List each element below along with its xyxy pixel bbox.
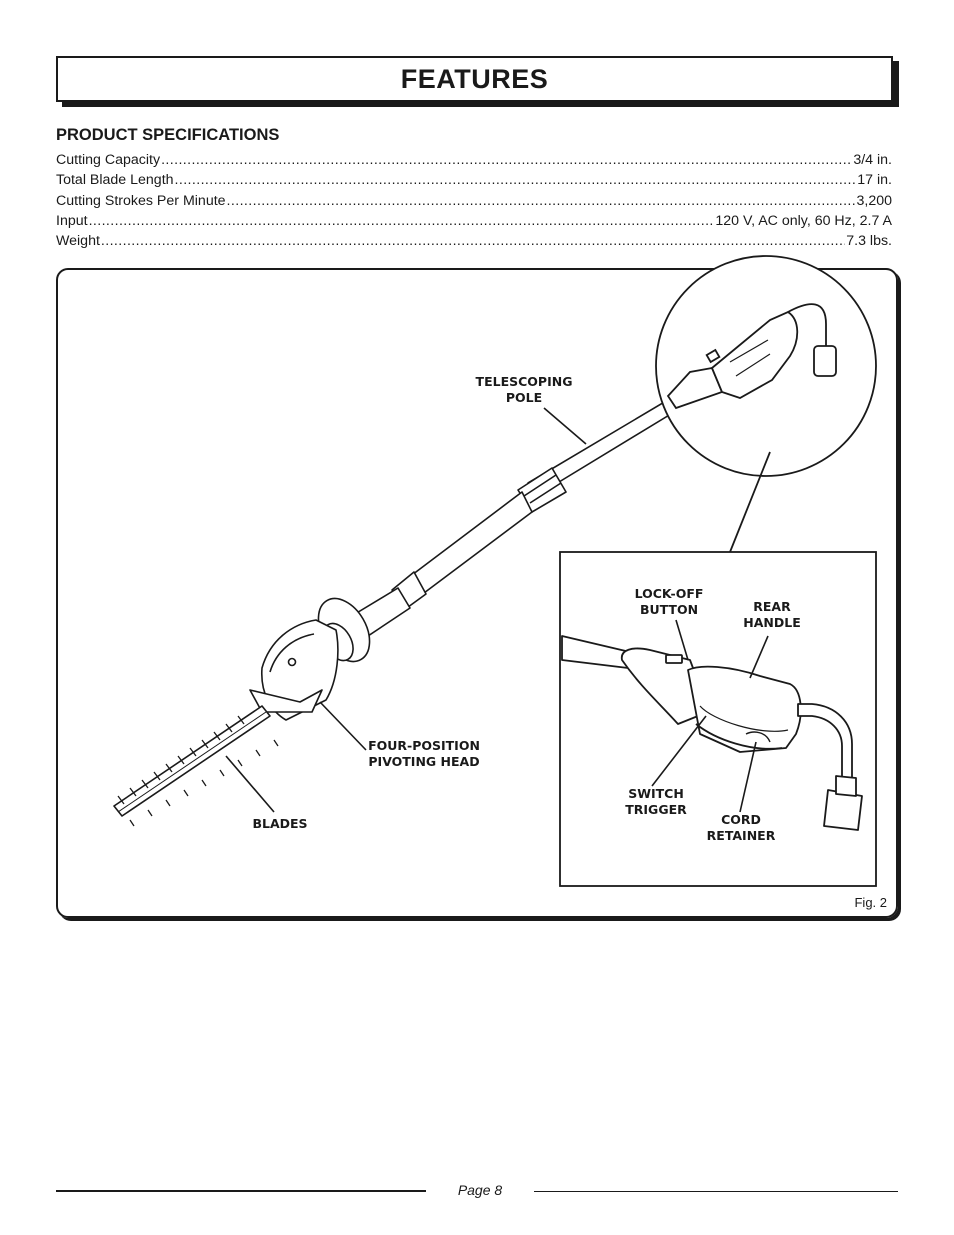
- spec-label: Cutting Strokes Per Minute: [56, 192, 226, 209]
- callout-switch-trigger: SWITCH TRIGGER: [625, 786, 687, 817]
- page-title: FEATURES: [400, 63, 549, 94]
- callout-rear-handle: REAR HANDLE: [743, 599, 801, 630]
- spec-value: 3,200: [856, 192, 892, 209]
- figure-frame: Fig. 2: [56, 268, 898, 918]
- specifications-heading: PRODUCT SPECIFICATIONS: [56, 126, 280, 144]
- spec-row-cutting-strokes: Cutting Strokes Per Minute 3,200: [56, 191, 892, 211]
- magnifier-pointer-line: [729, 451, 771, 553]
- detail-rear-handle-drawing: [561, 635, 863, 831]
- page-number: Page 8: [457, 1182, 503, 1198]
- spec-value: 17 in.: [857, 172, 892, 189]
- spec-row-weight: Weight 7.3 lbs.: [56, 231, 892, 251]
- callout-leaders: [225, 407, 769, 813]
- spec-row-cutting-capacity: Cutting Capacity 3/4 in.: [56, 150, 892, 170]
- spec-row-input: Input 120 V, AC only, 60 Hz, 2.7 A: [56, 211, 892, 231]
- spec-value: 3/4 in.: [853, 152, 892, 168]
- telescoping-pole-drawing: [113, 387, 695, 817]
- blade-teeth: [117, 715, 279, 827]
- callout-blades: BLADES: [252, 816, 308, 831]
- magnified-rear-handle: [655, 255, 877, 477]
- spec-row-blade-length: Total Blade Length 17 in.: [56, 170, 892, 190]
- spec-label: Total Blade Length: [56, 172, 174, 189]
- callout-lock-off-button: LOCK-OFF BUTTON: [634, 586, 704, 617]
- callout-cord-retainer: CORD RETAINER: [706, 812, 776, 843]
- specifications-list: Cutting Capacity 3/4 in. Total Blade Len…: [56, 150, 892, 251]
- page-title-box: FEATURES: [56, 56, 893, 102]
- figure-label: Fig. 2: [854, 895, 887, 910]
- footer-rule-right: [534, 1191, 898, 1192]
- spec-label: Weight: [56, 233, 100, 250]
- spec-label: Input: [56, 212, 88, 229]
- spec-label: Cutting Capacity: [56, 152, 161, 168]
- callout-telescoping-pole: TELESCOPING POLE: [475, 374, 573, 405]
- spec-value: 7.3 lbs.: [846, 233, 892, 250]
- callout-four-position-pivoting-head: FOUR-POSITION PIVOTING HEAD: [368, 738, 480, 769]
- footer-rule-left: [56, 1190, 426, 1192]
- spec-value: 120 V, AC only, 60 Hz, 2.7 A: [715, 212, 892, 229]
